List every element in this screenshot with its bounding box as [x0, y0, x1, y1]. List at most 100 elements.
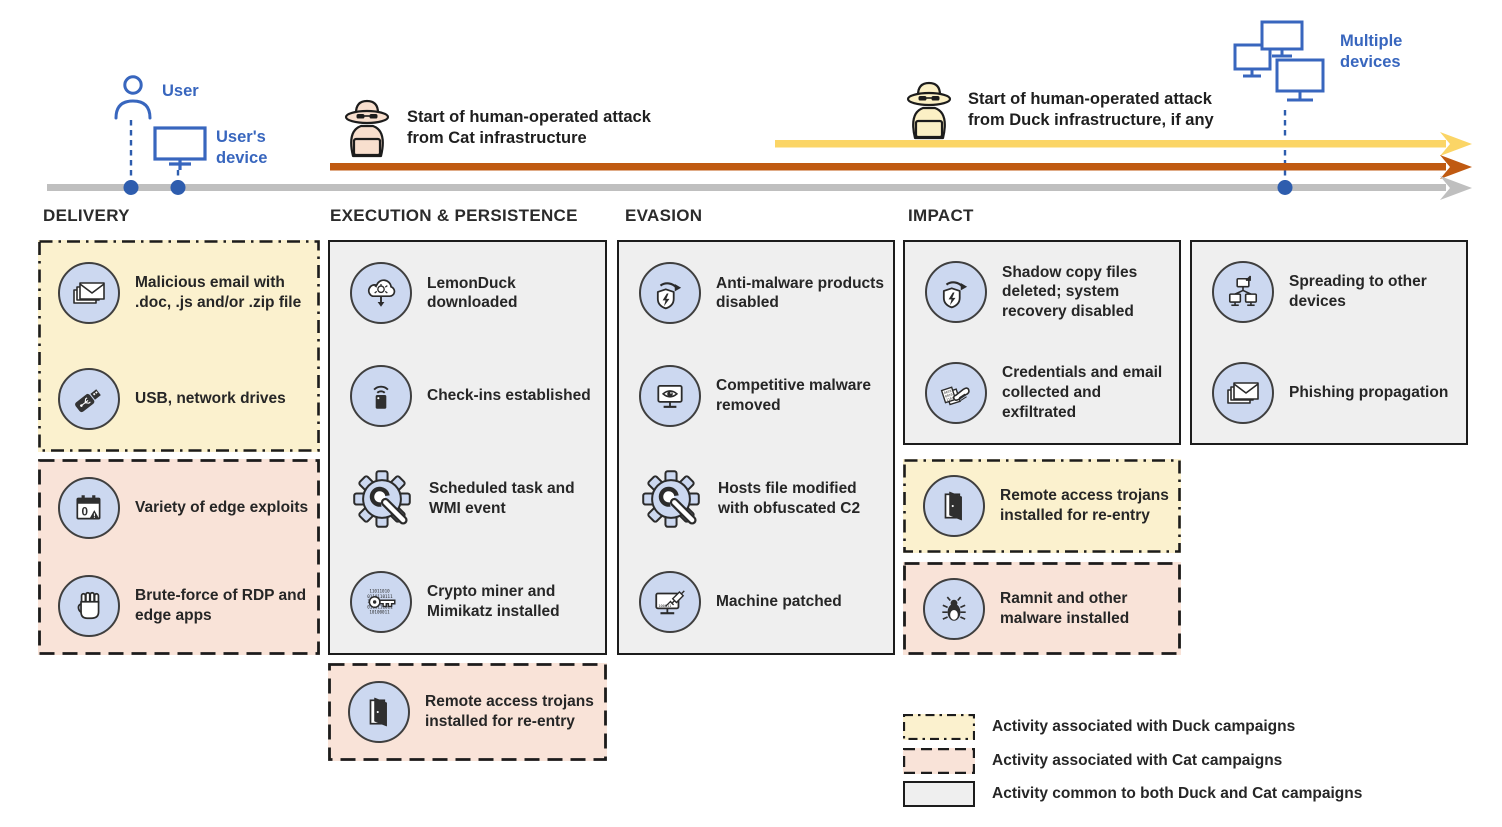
legend-row-common: Activity common to both Duck and Cat cam… [903, 781, 1362, 807]
machine-patched-icon: 100011 [639, 570, 701, 633]
legend-swatch-common [903, 781, 975, 807]
item-spreading-devices: Spreading to other devices [1192, 242, 1466, 343]
multiple-devices-label: Multiple devices [1340, 32, 1403, 71]
item-ramnit-installed: Ramnit and other malware installed [903, 562, 1181, 655]
column-header-evasion: EVASION [625, 206, 703, 225]
duck-arrowhead [1440, 132, 1472, 156]
execution-cat-box: Remote access trojans installed for re-e… [328, 663, 607, 761]
execution-common-box: LemonDuck downloaded Check-ins establish… [328, 240, 607, 655]
duck-attack-arrow [775, 140, 1446, 148]
user-timeline-dot [123, 180, 139, 195]
item-label: Malicious email with .doc, .js and/or .z… [135, 274, 302, 311]
item-scheduled-task: Scheduled task and WMI event [330, 448, 605, 551]
svg-text:1101: 1101 [946, 396, 955, 402]
duck-start-label: Start of human-operated attack from Duck… [968, 90, 1214, 129]
door-icon [348, 681, 410, 743]
cat-start-label: Start of human-operated attack from Cat … [407, 108, 651, 147]
item-label: Anti-malware products disabled [716, 274, 884, 312]
cat-arrowhead [1440, 155, 1472, 179]
delivery-duck-box: Malicious email with .doc, .js and/or .z… [38, 240, 320, 452]
item-hosts-file-modified: Hosts file modified with obfuscated C2 [619, 448, 893, 551]
shield-disable-icon [639, 262, 701, 325]
network-spread-icon [1212, 261, 1274, 324]
item-label: Remote access trojans installed for re-e… [425, 693, 594, 730]
svg-text:100011: 100011 [658, 603, 671, 607]
item-label: Remote access trojans installed for re-e… [1000, 487, 1169, 524]
fist-icon [58, 575, 120, 637]
cloud-download-icon [350, 262, 412, 325]
calendar-exploit-icon: 0 [58, 477, 120, 539]
item-label: Ramnit and other malware installed [1000, 589, 1130, 627]
legend-label: Activity common to both Duck and Cat cam… [992, 785, 1363, 802]
spread-common-box: Spreading to other devices Phishing prop… [1190, 240, 1468, 445]
cat-attack-arrow [330, 163, 1446, 171]
mail-icon [58, 262, 120, 324]
svg-text:10100011: 10100011 [369, 609, 390, 614]
item-label: Phishing propagation [1289, 383, 1449, 401]
phishing-icon [1212, 361, 1274, 424]
user-label: User [162, 82, 199, 100]
multiple-devices-timeline-dot [1277, 180, 1293, 195]
bug-icon [923, 577, 985, 640]
usb-icon [58, 368, 120, 430]
svg-text:0110110111: 0110110111 [367, 593, 393, 598]
user-device-label: User's device [216, 128, 268, 167]
item-label: Brute-force of RDP and edge apps [135, 587, 307, 624]
item-edge-exploits: 0 Variety of edge exploits [38, 459, 320, 557]
column-header-impact: IMPACT [908, 206, 974, 225]
duck-hacker-icon [906, 81, 952, 140]
item-antimalware-disabled: Anti-malware products disabled [619, 242, 893, 345]
item-malicious-email: Malicious email with .doc, .js and/or .z… [38, 240, 320, 346]
item-rat-reentry: Remote access trojans installed for re-e… [903, 459, 1181, 553]
item-machine-patched: 100011 Machine patched [619, 550, 893, 653]
monitor-eye-icon [639, 365, 701, 428]
delivery-cat-box: 0 Variety of edge exploits [38, 459, 320, 655]
user-icon [114, 75, 152, 120]
timeline-arrowhead [1440, 176, 1472, 200]
column-header-delivery: DELIVERY [43, 206, 130, 225]
timeline-graphic [47, 110, 1472, 200]
checkin-icon [350, 365, 412, 428]
svg-text:0110111011: 0110111011 [367, 604, 393, 609]
multiple-devices-icon [1233, 20, 1325, 102]
item-brute-force: Brute-force of RDP and edge apps [38, 557, 320, 655]
impact-cat-box: Ramnit and other malware installed [903, 562, 1181, 655]
column-header-execution: EXECUTION & PERSISTENCE [330, 206, 578, 225]
svg-text:0: 0 [82, 505, 89, 518]
gear-wrench-icon [350, 467, 414, 531]
item-label: Shadow copy files deleted; system recove… [1002, 263, 1138, 321]
item-phishing-propagation: Phishing propagation [1192, 343, 1466, 444]
item-rat-reentry: Remote access trojans installed for re-e… [328, 663, 607, 761]
item-lemonduck-downloaded: LemonDuck downloaded [330, 242, 605, 345]
item-label: Machine patched [716, 592, 842, 610]
legend-swatch-cat [903, 748, 975, 774]
binary-key-icon: 11011010 0110110111 1011011010 011011101… [350, 570, 412, 633]
svg-text:11011010: 11011010 [369, 588, 390, 593]
door-icon [923, 475, 985, 537]
cat-hacker-icon [344, 99, 390, 158]
svg-text:0010: 0010 [943, 389, 952, 395]
user-device-icon [153, 126, 207, 170]
item-checkins-established: Check-ins established [330, 345, 605, 448]
evasion-common-box: Anti-malware products disabled Competiti… [617, 240, 895, 655]
impact-duck-box: Remote access trojans installed for re-e… [903, 459, 1181, 553]
impact-common-box: Shadow copy files deleted; system recove… [903, 240, 1181, 445]
item-label: Competitive malware removed [716, 377, 872, 415]
legend-row-duck: Activity associated with Duck campaigns [903, 714, 1295, 740]
item-label: Hosts file modified with obfuscated C2 [718, 480, 861, 517]
item-shadow-copy-deleted: Shadow copy files deleted; system recove… [905, 242, 1179, 343]
legend-label: Activity associated with Cat campaigns [992, 752, 1283, 769]
item-label: Scheduled task and WMI event [429, 480, 575, 517]
legend-swatch-duck [903, 714, 975, 740]
item-crypto-miner: 11011010 0110110111 1011011010 011011101… [330, 550, 605, 653]
timeline-axis [47, 184, 1446, 191]
item-competitive-malware-removed: Competitive malware removed [619, 345, 893, 448]
gear-wrench-icon [639, 467, 703, 531]
item-label: Spreading to other devices [1289, 273, 1427, 311]
svg-text:0010: 0010 [945, 392, 954, 398]
legend-row-cat: Activity associated with Cat campaigns [903, 748, 1282, 774]
shield-disable-icon [925, 261, 987, 324]
